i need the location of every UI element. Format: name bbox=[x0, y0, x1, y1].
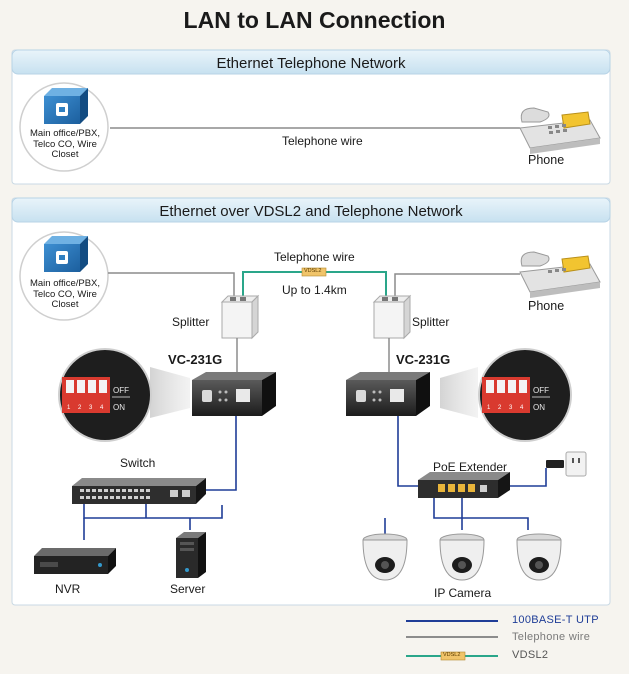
splitter-left-label: Splitter bbox=[172, 315, 210, 329]
nvr-label: NVR bbox=[55, 582, 81, 596]
office-pbx-icon bbox=[19, 82, 109, 172]
panel2-wire-label: Telephone wire bbox=[274, 250, 355, 264]
dip-left-on: ON bbox=[113, 403, 125, 412]
splitter-left-icon bbox=[220, 294, 260, 340]
server-icon bbox=[176, 532, 206, 578]
dip-switch-right-icon bbox=[478, 348, 572, 442]
panel1-title: Ethernet Telephone Network bbox=[216, 55, 406, 72]
zoom-cone-right bbox=[440, 367, 478, 418]
device-left-label: VC-231G bbox=[168, 352, 223, 367]
ip-camera-icon-3 bbox=[516, 533, 562, 581]
legend bbox=[406, 620, 498, 661]
page-title: LAN to LAN Connection bbox=[183, 7, 446, 33]
dip-left-off: OFF bbox=[113, 386, 129, 395]
phone-icon-2 bbox=[519, 251, 601, 298]
poe-extender-label: PoE Extender bbox=[433, 460, 508, 474]
legend-vdsl-label: VDSL2 bbox=[512, 649, 549, 661]
dip-left-num-1: 1 bbox=[67, 405, 71, 411]
legend-utp-label: 100BASE-T UTP bbox=[512, 614, 599, 626]
distance-label: Up to 1.4km bbox=[282, 283, 347, 297]
dip-right-num-4: 4 bbox=[520, 405, 524, 411]
switch-icon bbox=[72, 478, 206, 504]
ip-camera-label: IP Camera bbox=[434, 586, 492, 600]
splitter-right-label: Splitter bbox=[412, 315, 450, 329]
vdsl2-tag-text: VDSL2 bbox=[304, 268, 322, 274]
dip-right-on: ON bbox=[533, 403, 545, 412]
panel1-wire-label: Telephone wire bbox=[282, 134, 363, 148]
telephone-wire-phone bbox=[394, 273, 520, 300]
phone-icon bbox=[519, 107, 601, 154]
dip-right-num-2: 2 bbox=[498, 405, 502, 411]
splitter-right-icon bbox=[372, 294, 412, 340]
poe-extender-icon bbox=[418, 472, 510, 498]
vc231g-right-icon bbox=[346, 372, 430, 416]
dip-left-num-4: 4 bbox=[100, 405, 104, 411]
legend-vdsl-tag bbox=[440, 651, 466, 661]
ip-camera-icon-2 bbox=[439, 533, 485, 581]
panel1-phone-label: Phone bbox=[528, 153, 565, 167]
dip-left-num-2: 2 bbox=[78, 405, 82, 411]
nvr-icon bbox=[34, 548, 116, 574]
dip-right-off: OFF bbox=[533, 386, 549, 395]
dip-switch-left-icon bbox=[58, 348, 152, 442]
vdsl2-tag bbox=[301, 267, 327, 277]
panel2-phone-label: Phone bbox=[528, 299, 565, 313]
panel2-title: Ethernet over VDSL2 and Telephone Networ… bbox=[159, 203, 463, 220]
device-right-label: VC-231G bbox=[396, 352, 451, 367]
office-pbx-icon-2 bbox=[19, 231, 109, 321]
legend-telephone-label: Telephone wire bbox=[512, 631, 591, 643]
legend-vdsl-tag-text: VDSL2 bbox=[443, 652, 461, 658]
switch-label: Switch bbox=[120, 456, 156, 470]
telephone-wire-office bbox=[108, 272, 235, 300]
power-outlet-icon bbox=[546, 451, 587, 477]
utp-lines bbox=[83, 416, 547, 540]
dip-right-num-1: 1 bbox=[487, 405, 491, 411]
vc231g-left-icon bbox=[192, 372, 276, 416]
dip-left-num-3: 3 bbox=[89, 405, 93, 411]
dip-right-num-3: 3 bbox=[509, 405, 513, 411]
zoom-cone-left bbox=[150, 367, 190, 418]
ip-camera-icon-1 bbox=[362, 533, 408, 581]
server-label: Server bbox=[170, 582, 206, 596]
panel1-office-label: Main office/PBX, Telco CO, Wire Closet bbox=[29, 128, 101, 161]
panel2-office-label: Main office/PBX, Telco CO, Wire Closet bbox=[29, 278, 101, 311]
panel-ethernet-telephone bbox=[11, 49, 611, 185]
